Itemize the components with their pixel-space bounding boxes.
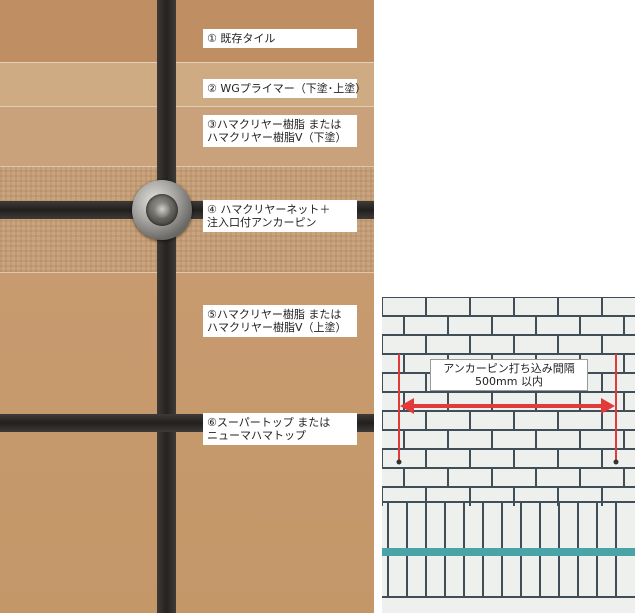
anchor-spacing-text: アンカーピン打ち込み間隔	[443, 362, 575, 375]
tile-wall-photo: アンカーピン打ち込み間隔 500mm 以内	[382, 297, 635, 613]
layer-label-text: ① 既存タイル	[207, 32, 276, 45]
layer-construction-photo: ① 既存タイル ② WGプライマー（下塗･上塗） ③ハマクリヤー樹脂 または ハ…	[0, 0, 374, 613]
anchor-pin-dot	[396, 459, 402, 465]
layer-label-text: ② WGプライマー（下塗･上塗）	[207, 82, 367, 95]
layer-label-text: ⑤ハマクリヤー樹脂 または	[207, 308, 342, 321]
anchor-pin-dot	[613, 459, 619, 465]
anchor-spacing-callout: アンカーピン打ち込み間隔 500mm 以内	[430, 359, 588, 391]
layer-seam	[0, 106, 374, 107]
layer-seam	[0, 166, 374, 167]
layer-label-4: ④ ハマクリヤーネット＋ 注入口付アンカーピン	[203, 200, 357, 232]
layer-seam	[0, 62, 374, 63]
spacing-arrow-right-head	[601, 398, 615, 414]
layer-label-text: ⑥スーパートップ または	[207, 416, 331, 429]
spacing-arrow-left-head	[400, 398, 414, 414]
layer-label-text: 注入口付アンカーピン	[207, 216, 317, 229]
layer-seam	[0, 272, 374, 273]
tile-grid	[382, 297, 635, 613]
tile-background	[382, 297, 635, 613]
anchor-pin-icon	[132, 180, 192, 240]
layer-label-1: ① 既存タイル	[203, 29, 357, 48]
layer-label-6: ⑥スーパートップ または ニューマハマトップ	[203, 413, 357, 445]
layer-label-5: ⑤ハマクリヤー樹脂 または ハマクリヤー樹脂Ⅴ（上塗）	[203, 305, 357, 337]
anchor-spacing-text: 500mm 以内	[475, 375, 543, 388]
layer-label-2: ② WGプライマー（下塗･上塗）	[203, 79, 367, 98]
anchor-pin-injection-port	[154, 202, 170, 218]
layer-label-3: ③ハマクリヤー樹脂 または ハマクリヤー樹脂Ⅴ（下塗）	[203, 115, 357, 147]
layer-label-text: ハマクリヤー樹脂Ⅴ（下塗）	[207, 131, 347, 144]
layer-label-text: ④ ハマクリヤーネット＋	[207, 203, 331, 216]
grout-band	[382, 548, 635, 556]
tile-joint-vertical	[157, 0, 176, 613]
layer-label-text: ③ハマクリヤー樹脂 または	[207, 118, 342, 131]
layer-label-text: ニューマハマトップ	[207, 429, 306, 442]
layer-label-text: ハマクリヤー樹脂Ⅴ（上塗）	[207, 321, 347, 334]
